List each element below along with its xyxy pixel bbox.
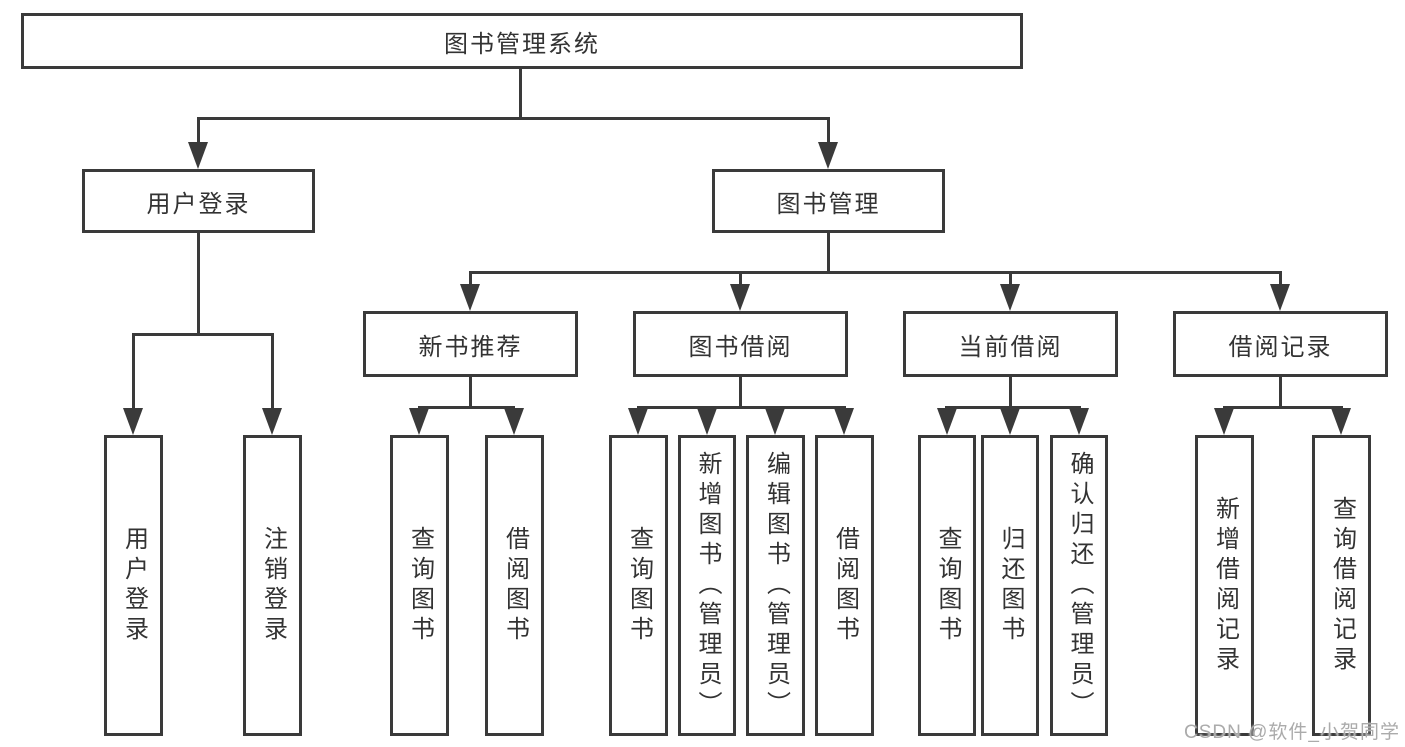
connector-l3-hbar bbox=[418, 406, 515, 409]
connector-l3-hbar bbox=[945, 406, 1081, 409]
arrow-down-icon bbox=[818, 142, 838, 169]
connector-l3-hbar bbox=[637, 406, 846, 409]
arrow-down-icon bbox=[409, 408, 429, 435]
arrow-down-icon bbox=[188, 142, 208, 169]
leaf-logout: 注销登录 bbox=[243, 435, 302, 736]
connector-mgmt-hbar bbox=[469, 271, 1282, 274]
arrow-down-icon bbox=[504, 408, 524, 435]
leaf-query-books-recommend: 查询图书 bbox=[390, 435, 449, 736]
arrow-down-icon bbox=[460, 284, 480, 311]
connector-stem-borrowing bbox=[739, 271, 742, 284]
leaf-borrow-books-recommend: 借阅图书 bbox=[485, 435, 544, 736]
connector-user-hbar bbox=[132, 333, 274, 336]
connector-l3-stem bbox=[739, 377, 742, 407]
csdn-watermark: CSDN @软件_小贺同学 bbox=[1184, 722, 1400, 743]
connector-stem-book-mgmt bbox=[827, 117, 830, 143]
node-user-login: 用户登录 bbox=[82, 169, 315, 233]
node-new-book-recommend: 新书推荐 bbox=[363, 311, 578, 377]
connector-user-stem bbox=[197, 233, 200, 333]
arrow-down-icon bbox=[1000, 408, 1020, 435]
arrow-down-icon bbox=[628, 408, 648, 435]
leaf-confirm-return-admin: 确认归还（管理员） bbox=[1050, 435, 1108, 736]
arrow-down-icon bbox=[1270, 284, 1290, 311]
connector-stem-new-books bbox=[469, 271, 472, 284]
arrow-down-icon bbox=[123, 408, 143, 435]
leaf-add-borrow-record: 新增借阅记录 bbox=[1195, 435, 1254, 736]
leaf-add-books-admin: 新增图书（管理员） bbox=[678, 435, 736, 736]
arrow-down-icon bbox=[1331, 408, 1351, 435]
connector-root-hbar bbox=[197, 117, 830, 120]
connector-stem-logout bbox=[271, 333, 274, 408]
leaf-borrow-books: 借阅图书 bbox=[815, 435, 874, 736]
leaf-edit-books-admin: 编辑图书（管理员） bbox=[746, 435, 805, 736]
arrow-down-icon bbox=[730, 284, 750, 311]
arrow-down-icon bbox=[1000, 284, 1020, 311]
arrow-down-icon bbox=[834, 408, 854, 435]
leaf-query-books-borrowing: 查询图书 bbox=[609, 435, 668, 736]
connector-stem-login bbox=[132, 333, 135, 408]
node-library-system: 图书管理系统 bbox=[21, 13, 1023, 69]
connector-stem-current bbox=[1009, 271, 1012, 284]
connector-l3-stem bbox=[1279, 377, 1282, 407]
leaf-return-books: 归还图书 bbox=[981, 435, 1039, 736]
leaf-query-borrow-record: 查询借阅记录 bbox=[1312, 435, 1371, 736]
leaf-query-books-current: 查询图书 bbox=[918, 435, 976, 736]
connector-stem-user-login bbox=[197, 117, 200, 143]
arrow-down-icon bbox=[765, 408, 785, 435]
connector-mgmt-stem bbox=[827, 233, 830, 271]
node-borrowing-records: 借阅记录 bbox=[1173, 311, 1388, 377]
node-book-borrowing: 图书借阅 bbox=[633, 311, 848, 377]
connector-l3-hbar bbox=[1223, 406, 1343, 409]
node-book-management: 图书管理 bbox=[712, 169, 945, 233]
connector-root-stem bbox=[519, 69, 522, 117]
connector-stem-records bbox=[1279, 271, 1282, 284]
arrow-down-icon bbox=[262, 408, 282, 435]
connector-l3-stem bbox=[469, 377, 472, 407]
arrow-down-icon bbox=[1214, 408, 1234, 435]
connector-l3-stem bbox=[1009, 377, 1012, 407]
arrow-down-icon bbox=[1069, 408, 1089, 435]
arrow-down-icon bbox=[937, 408, 957, 435]
leaf-user-login: 用户登录 bbox=[104, 435, 163, 736]
arrow-down-icon bbox=[697, 408, 717, 435]
node-current-borrowing: 当前借阅 bbox=[903, 311, 1118, 377]
